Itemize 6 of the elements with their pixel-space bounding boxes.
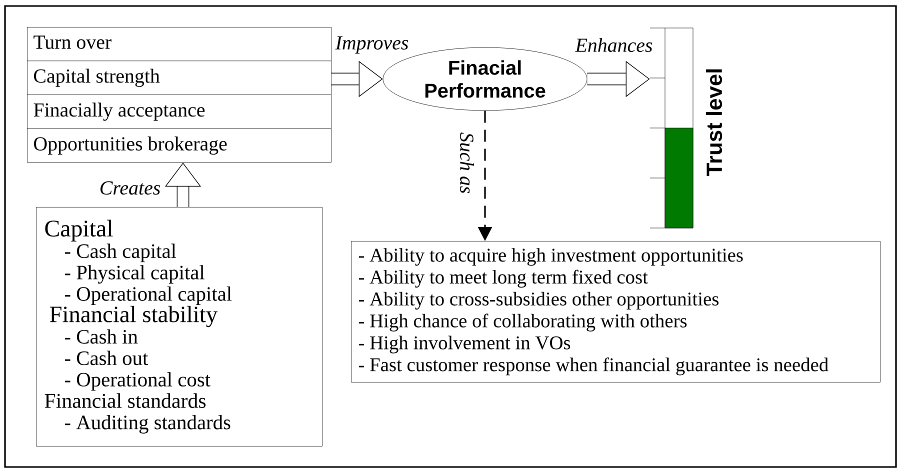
edge-label: Such as <box>458 131 476 195</box>
text-box: - Ability to acquire high investment opportunities - Ability to meet long term fixed cost - Ability to cross-subsidies other opportunities - High chance of collaborating with others - High involvement in VOs - Fast customer response when financial guarantee is needed <box>351 241 880 382</box>
edge-label: Creates <box>98 180 162 196</box>
list-table: Turn over Capital strength Finacially acceptance Opportunities brokerage <box>27 27 332 163</box>
gauge-label: Trust level <box>706 69 722 176</box>
text-box: Capital - Cash capital - Physical capital - Operational capital Financial stability - Cash in - Cash out - Operational cost Financial standards - Auditing standards <box>36 207 322 446</box>
